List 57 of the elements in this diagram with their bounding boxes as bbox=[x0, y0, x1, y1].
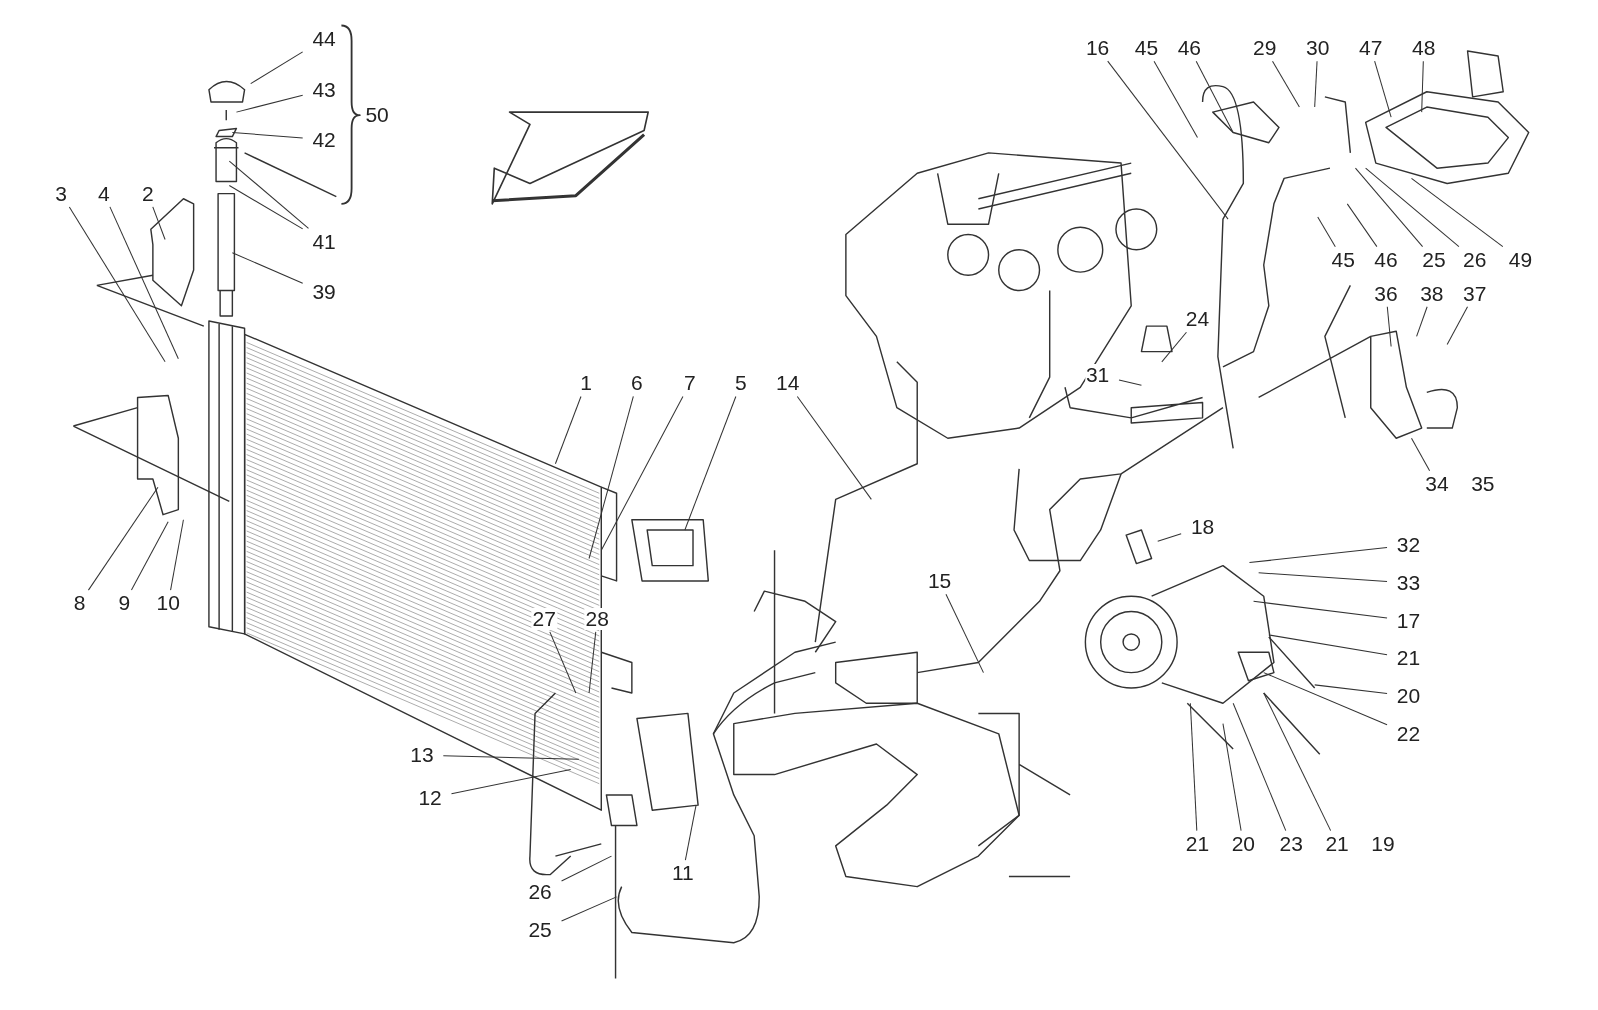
leader-line bbox=[1421, 60, 1424, 113]
leader-line bbox=[130, 521, 169, 591]
leader-line bbox=[1446, 306, 1469, 345]
callout-number: 50 bbox=[364, 104, 390, 127]
leader-line bbox=[109, 206, 179, 360]
leader-line bbox=[68, 206, 166, 363]
leader-line bbox=[1411, 437, 1431, 472]
leader-line bbox=[1314, 60, 1318, 108]
leader-line bbox=[235, 94, 304, 113]
leader-line bbox=[1263, 672, 1388, 726]
leader-line bbox=[1153, 60, 1198, 139]
leader-line bbox=[1253, 600, 1388, 619]
leader-line bbox=[1222, 723, 1242, 832]
leader-line bbox=[450, 768, 572, 795]
leader-line bbox=[1258, 572, 1388, 582]
leader-line bbox=[228, 160, 309, 229]
leader-line bbox=[1365, 167, 1460, 248]
leader-line bbox=[1354, 167, 1424, 248]
leader-line bbox=[170, 519, 184, 591]
leader-line bbox=[684, 395, 737, 531]
leader-line bbox=[561, 896, 618, 922]
leader-line bbox=[1118, 379, 1142, 386]
leader-line bbox=[554, 395, 582, 465]
leader-line bbox=[87, 486, 159, 591]
leader-line bbox=[1411, 177, 1504, 248]
leader-line bbox=[231, 132, 304, 139]
leader-line bbox=[1232, 702, 1287, 832]
leader-line bbox=[1248, 547, 1388, 564]
leader-line bbox=[1268, 634, 1388, 656]
leader-line bbox=[588, 395, 634, 559]
callout-number: 28 bbox=[584, 607, 610, 630]
leader-line bbox=[588, 631, 597, 694]
leader-line bbox=[442, 755, 580, 760]
leader-line bbox=[1346, 203, 1378, 248]
leader-line bbox=[1157, 533, 1182, 542]
leader-line bbox=[152, 206, 166, 241]
leader-line bbox=[796, 395, 872, 500]
callout-number: 27 bbox=[531, 607, 557, 630]
leader-line bbox=[1195, 60, 1234, 133]
leader-line bbox=[1386, 306, 1392, 348]
leader-line bbox=[684, 804, 697, 861]
leader-line bbox=[600, 395, 684, 551]
leader-line bbox=[231, 252, 304, 284]
leader-line bbox=[1374, 60, 1392, 118]
leader-line bbox=[561, 855, 612, 882]
leader-line bbox=[1107, 60, 1229, 220]
leader-line bbox=[1416, 306, 1428, 337]
leader-line bbox=[1314, 684, 1388, 695]
leader-line bbox=[549, 631, 577, 694]
leader-line bbox=[1272, 60, 1300, 108]
leader-line bbox=[1189, 702, 1198, 832]
leader-line bbox=[945, 593, 984, 674]
leader-line bbox=[250, 51, 304, 85]
leader-line bbox=[228, 185, 304, 230]
leader-line bbox=[1161, 331, 1187, 363]
leader-line bbox=[1263, 692, 1332, 832]
leader-line bbox=[1317, 216, 1336, 248]
